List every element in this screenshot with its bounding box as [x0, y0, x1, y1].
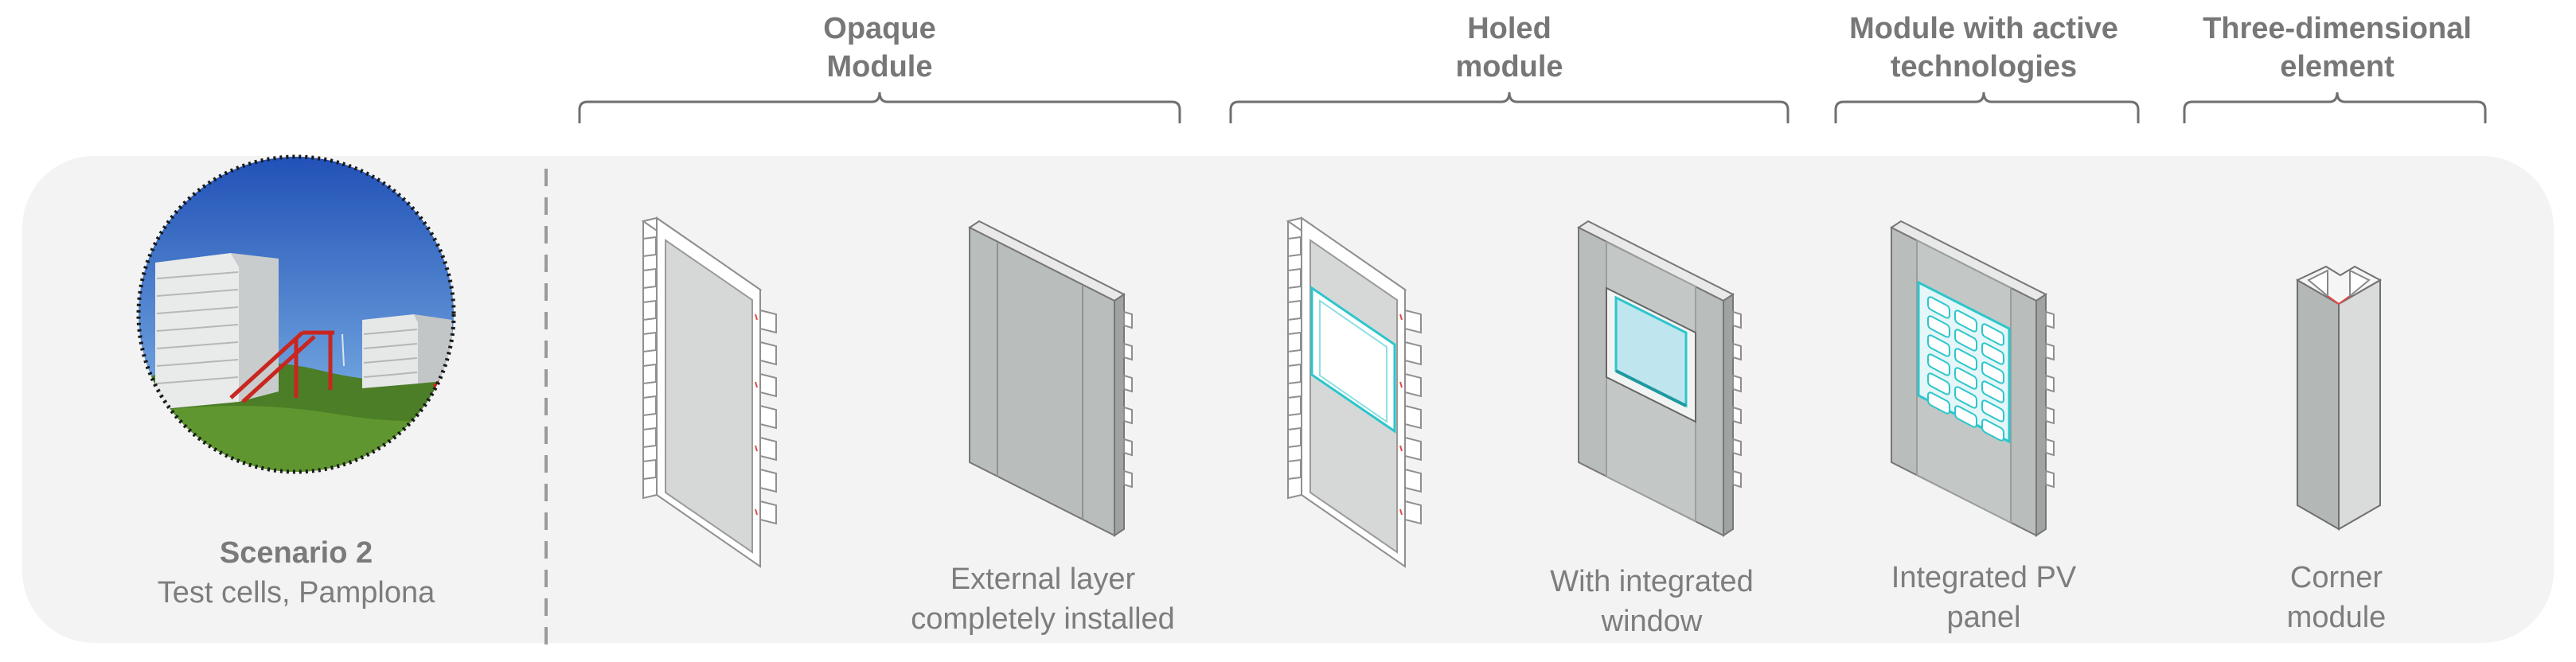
caption-integrated-pv: Integrated PV panel — [1852, 558, 2115, 637]
header-active-technologies: Module with active technologies — [1832, 10, 2135, 86]
header-active-line2: technologies — [1890, 50, 2078, 84]
header-three-dimensional: Three-dimensional element — [2186, 10, 2488, 86]
bracket-opaque-module — [578, 92, 1181, 123]
pv-cell — [1954, 348, 1977, 371]
caption-external-layer: External layer completely installed — [884, 559, 1202, 639]
caption-corner: Corner module — [2225, 558, 2448, 637]
pv-cell — [1981, 399, 2004, 423]
header-holed-line1: Holed — [1467, 12, 1551, 45]
header-opaque-module: Opaque Module — [800, 10, 959, 86]
opaque-module-external-layer — [968, 220, 1133, 537]
pv-cell — [1927, 296, 1950, 319]
caption-window-line2: window — [1601, 605, 1703, 638]
holed-module-structure — [1286, 216, 1422, 568]
caption-external-line1: External layer — [950, 563, 1136, 596]
pv-cell — [1954, 367, 1977, 390]
holed-module-window — [1577, 220, 1742, 537]
pv-cell — [1927, 372, 1950, 395]
pv-cell — [1981, 323, 2004, 346]
opaque-module-structure — [641, 216, 777, 568]
header-3d-line2: element — [2280, 50, 2395, 84]
pv-cell-grid — [1927, 296, 2004, 442]
pv-cell — [1927, 391, 1950, 415]
header-holed-line2: module — [1455, 50, 1563, 84]
header-opaque-line1: Opaque — [823, 12, 936, 45]
caption-pv-line1: Integrated PV — [1891, 561, 2077, 594]
caption-pv-line2: panel — [1946, 601, 2021, 634]
header-holed-module: Holed module — [1430, 10, 1589, 86]
header-opaque-line2: Module — [826, 50, 933, 84]
header-3d-line1: Three-dimensional — [2203, 12, 2472, 45]
bracket-holed-module — [1229, 92, 1790, 123]
caption-external-line2: completely installed — [911, 602, 1175, 636]
scenario-caption: Scenario 2 Test cells, Pamplona — [137, 533, 455, 613]
test-cells-photo — [136, 154, 456, 474]
pv-cell — [1927, 353, 1950, 376]
pv-cell — [1927, 315, 1950, 338]
bracket-three-dimensional — [2183, 92, 2487, 123]
pv-cell — [1954, 310, 1977, 333]
pv-cell — [1981, 361, 2004, 384]
header-active-line1: Module with active — [1849, 12, 2118, 45]
pv-cell — [1954, 386, 1977, 409]
scenario-subtitle: Test cells, Pamplona — [157, 576, 435, 609]
caption-window-line1: With integrated — [1550, 565, 1754, 598]
pv-module — [1890, 220, 2055, 537]
pv-cell — [1954, 329, 1977, 352]
caption-integrated-window: With integrated window — [1493, 562, 1811, 641]
corner-module — [2295, 265, 2383, 531]
caption-corner-line1: Corner — [2289, 561, 2383, 594]
pv-cell — [1981, 419, 2004, 442]
pv-cell — [1927, 334, 1950, 357]
pv-cell — [1981, 380, 2004, 403]
bracket-active-technologies — [1834, 92, 2140, 123]
scenario-title: Scenario 2 — [219, 536, 373, 570]
pv-cell — [1954, 405, 1977, 428]
caption-corner-line2: module — [2286, 601, 2387, 634]
pv-cell — [1981, 342, 2004, 365]
